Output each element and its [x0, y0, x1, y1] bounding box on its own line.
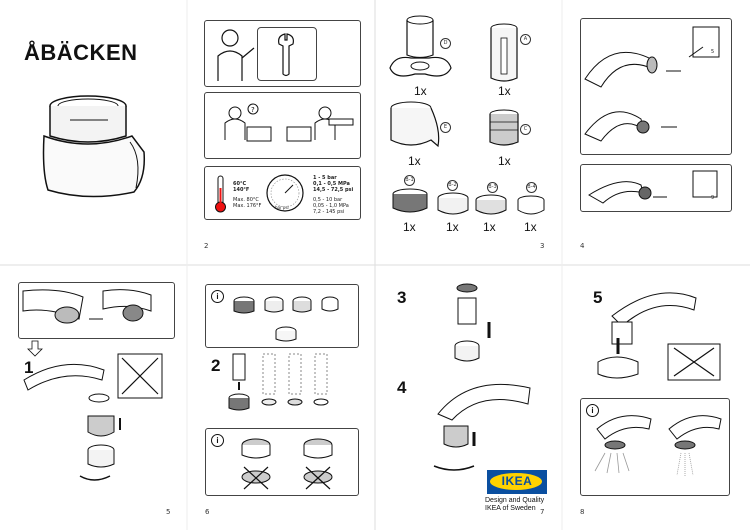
step-5-illustration — [597, 292, 721, 381]
gauge-units: bar psi — [275, 205, 289, 210]
temp-c: 60°C — [233, 181, 247, 187]
temp-max-c: Max. 80°C — [233, 197, 259, 203]
person-storage-illustration: ? — [224, 103, 354, 142]
old-aerator-illustration — [22, 289, 152, 324]
count-b1: 1x — [403, 220, 416, 234]
part-c-aerator — [489, 109, 519, 146]
footer-line-1: Design and Quality — [485, 497, 545, 504]
specifications-panel: 60°C 140°F Max. 80°C Max. 176°F bar psi … — [204, 166, 361, 220]
step-number: 2 — [211, 356, 221, 375]
page-number: 3 — [540, 242, 545, 250]
tools-panel — [204, 20, 361, 87]
step-1-illustration — [23, 353, 163, 481]
count-b3: 1x — [483, 220, 496, 234]
footer-line-2: IKEA of Sweden — [485, 505, 536, 512]
correct-assembly-illustration — [241, 438, 333, 490]
pressure-range-psi: 7,2 - 145 psi — [313, 209, 345, 215]
count-c: 1x — [498, 154, 511, 168]
page-number: 4 — [580, 242, 585, 250]
part-b4 — [517, 195, 545, 215]
thermometer-icon — [215, 175, 226, 213]
step-4-illustration — [433, 383, 531, 471]
step-number: 1 — [24, 358, 34, 377]
page-number: 7 — [540, 508, 545, 516]
step-3-illustration — [454, 283, 491, 362]
label-b4: B-4 — [526, 182, 537, 193]
part-b2 — [437, 192, 469, 215]
fig-label: 5 — [711, 49, 715, 55]
info-icon: i — [211, 434, 224, 447]
count-b4: 1x — [524, 220, 537, 234]
svg-text:?: ? — [251, 106, 255, 114]
product-title: ÅBÄCKEN — [24, 40, 138, 65]
label-b1: B-1 — [404, 175, 415, 186]
step-2-illustration — [228, 353, 329, 411]
pressure-mpa: 0,1 - 0,5 MPa — [313, 181, 350, 187]
spray-modes-illustration — [594, 415, 722, 477]
label-d: D — [440, 38, 451, 49]
pressure-range-mpa: 0,05 - 1,0 MPa — [313, 203, 349, 209]
temp-f: 140°F — [233, 187, 250, 193]
faucet-panel-b: 9 — [580, 164, 732, 212]
page-number: 2 — [204, 242, 209, 250]
person-icon — [217, 29, 255, 81]
label-b3: B-3 — [487, 182, 498, 193]
page-number: 6 — [205, 508, 210, 516]
pressure-range-bar: 0,5 - 10 bar — [313, 197, 343, 203]
arrow-down-icon — [27, 340, 43, 357]
parts-overview-illustration — [233, 296, 339, 342]
step-number: 5 — [593, 288, 603, 307]
info-icon: i — [586, 404, 599, 417]
label-c: C — [520, 124, 531, 135]
step-number: 4 — [397, 378, 407, 397]
label-e: E — [440, 122, 451, 133]
part-b1 — [392, 188, 428, 213]
storage-panel: ? — [204, 92, 361, 159]
page-number: 5 — [166, 508, 171, 516]
identify-faucet-panel: 5 — [580, 18, 732, 155]
info-icon: i — [211, 290, 224, 303]
part-a-cartridge — [490, 23, 518, 82]
wrench-icon — [278, 33, 294, 77]
count-b2: 1x — [446, 220, 459, 234]
aerator-adapter-illustration — [42, 95, 146, 198]
pressure-bar: 1 - 5 bar — [313, 175, 337, 181]
ikea-logo: IKEA — [487, 470, 547, 494]
temp-max-f: Max. 176°F — [233, 203, 262, 209]
remove-old-aerator-panel — [18, 282, 175, 339]
faucet-illustrations — [584, 26, 720, 142]
part-b3 — [475, 194, 507, 215]
label-b2: B-2 — [447, 180, 458, 191]
parts-info-panel: i — [205, 284, 359, 348]
fig-label: 9 — [711, 195, 715, 201]
part-d-wrench — [389, 15, 452, 77]
step-number: 3 — [397, 288, 407, 307]
pressure-gauge-icon — [266, 174, 304, 212]
count-a: 1x — [498, 84, 511, 98]
count-e: 1x — [408, 154, 421, 168]
label-a: A — [520, 34, 531, 45]
footer-text: Design and Quality IKEA of Sweden — [485, 497, 544, 513]
spray-modes-panel: i — [580, 398, 730, 496]
correct-incorrect-panel: i — [205, 428, 359, 496]
part-e-adapter — [390, 101, 440, 148]
pressure-psi: 14,5 - 72,5 psi — [313, 187, 354, 193]
page-number: 8 — [580, 508, 585, 516]
faucet-illustration-b — [588, 170, 718, 204]
count-d: 1x — [414, 84, 427, 98]
